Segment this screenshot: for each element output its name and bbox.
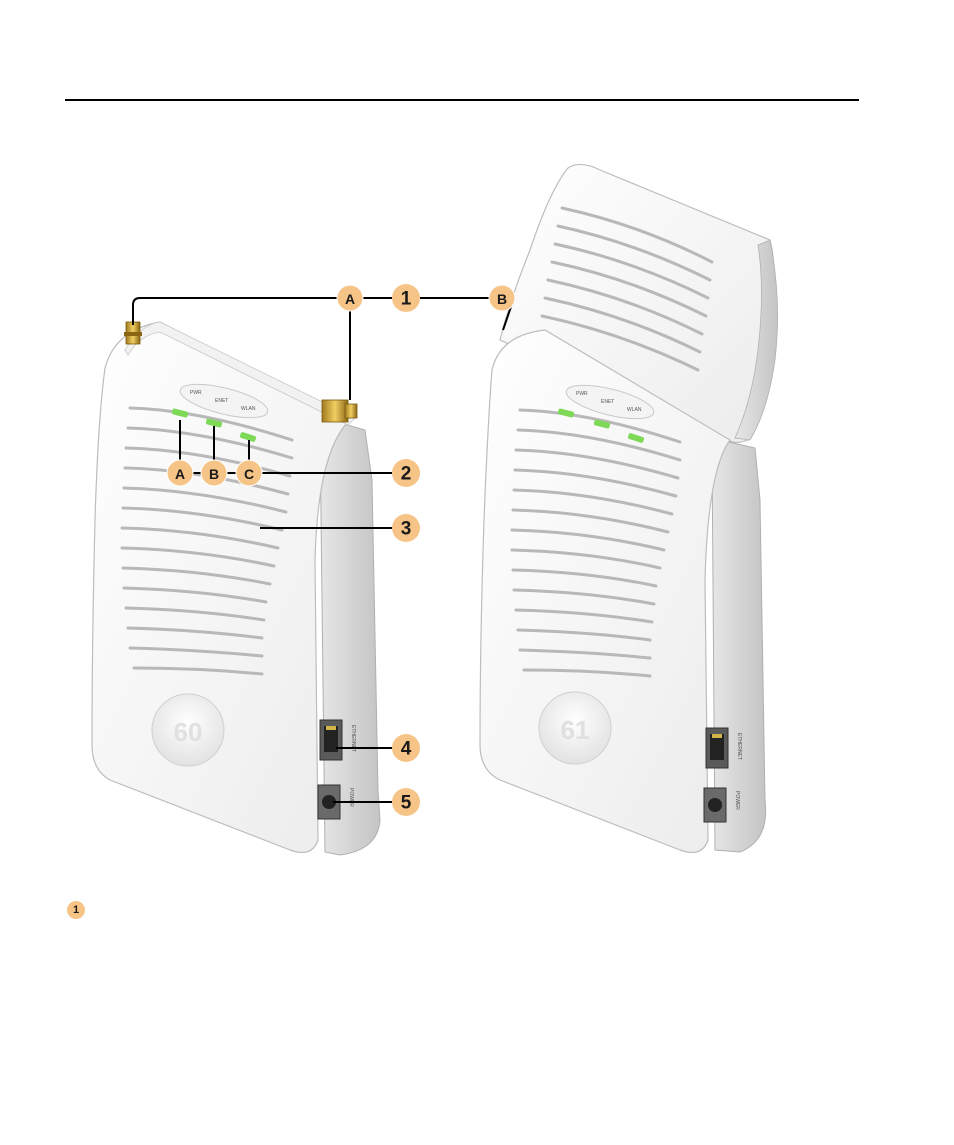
ap-61-led-window bbox=[565, 384, 655, 420]
ap-61-power-label: POWER bbox=[734, 791, 740, 810]
ap-61-model-badge bbox=[538, 691, 612, 765]
ap-60-led-label-pwr: PWR bbox=[190, 390, 202, 396]
ap-60-power-label: POWER bbox=[348, 788, 354, 807]
ap-60-ethernet-label: ETHERNET bbox=[350, 725, 356, 752]
callout-4: 4 bbox=[392, 734, 420, 762]
ap-60-unit: PWR ENET WLAN 60 bbox=[91, 321, 381, 856]
ap-61-model-number: 61 bbox=[561, 715, 590, 745]
svg-text:3: 3 bbox=[401, 519, 412, 540]
ap-60-model-number: 60 bbox=[174, 717, 203, 747]
callout-3: 3 bbox=[392, 514, 420, 542]
ap-60-led-label-wlan: WLAN bbox=[241, 406, 256, 412]
ap-60-led-window bbox=[179, 383, 269, 419]
ap-61-led-label-enet: ENET bbox=[601, 399, 614, 405]
callout-antenna-a: A bbox=[336, 284, 364, 312]
svg-text:2: 2 bbox=[401, 464, 412, 485]
ap-61-cover-edge bbox=[734, 239, 778, 441]
callout-led-c: C bbox=[235, 459, 263, 487]
ap-60-led-label-enet: ENET bbox=[215, 398, 228, 404]
svg-text:1: 1 bbox=[401, 289, 412, 310]
svg-text:C: C bbox=[244, 466, 254, 482]
ap-60-led-b bbox=[205, 418, 223, 428]
callout-2: 2 bbox=[392, 459, 420, 487]
svg-text:5: 5 bbox=[401, 793, 412, 814]
callout-5: 5 bbox=[392, 788, 420, 816]
ap-61-led-a bbox=[557, 408, 575, 418]
ap-61-ethernet-label: ETHERNET bbox=[736, 733, 742, 760]
callout-led-b: B bbox=[200, 459, 228, 487]
ap-61-vent-slots bbox=[510, 408, 682, 678]
callout-antenna-b: B bbox=[488, 284, 516, 312]
callout-led-a: A bbox=[166, 459, 194, 487]
ap-61-led-c bbox=[627, 433, 645, 443]
legend-callout-1: 1 bbox=[67, 901, 85, 919]
ap-61-led-label-pwr: PWR bbox=[576, 391, 588, 397]
callout-1: 1 bbox=[392, 284, 420, 312]
ap-60-model-badge bbox=[151, 693, 225, 767]
ap-60-antenna-b bbox=[321, 399, 358, 423]
ap-61-led-label-wlan: WLAN bbox=[627, 407, 642, 413]
svg-text:B: B bbox=[497, 291, 507, 307]
leader-lines bbox=[132, 297, 515, 803]
ap-60-led-c bbox=[239, 432, 257, 442]
ap-61-cover-slots bbox=[540, 206, 714, 372]
ap-61-unit: PWR ENET WLAN 61 ETHERNET bbox=[479, 163, 778, 853]
leader-antenna-a bbox=[132, 297, 337, 325]
svg-text:A: A bbox=[345, 291, 355, 307]
svg-text:A: A bbox=[175, 466, 185, 482]
ap-61-led-b bbox=[593, 419, 611, 429]
header-rule bbox=[65, 99, 859, 101]
ap-60-led-a bbox=[171, 408, 189, 418]
ap-60-antenna-a bbox=[124, 321, 142, 345]
svg-text:B: B bbox=[209, 466, 219, 482]
svg-text:4: 4 bbox=[401, 739, 412, 760]
